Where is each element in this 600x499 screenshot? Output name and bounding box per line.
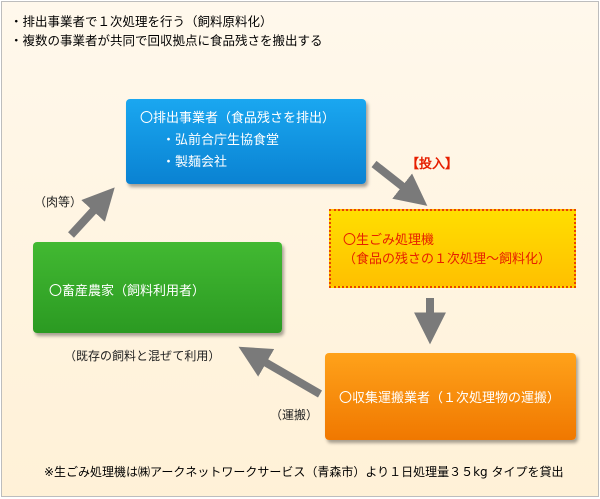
farmer-box: 〇畜産農家（飼料利用者）	[33, 242, 282, 333]
feed-usage-label: （既存の飼料と混ぜて利用）	[64, 349, 221, 363]
arrow-transport-to-farmer	[238, 346, 323, 398]
bullet-list: 排出事業者で１次処理を行う（飼料原料化） 複数の事業者が共同で回収拠点に食品残さ…	[10, 12, 323, 50]
haul-label: （運搬）	[270, 408, 319, 422]
transport-title: 〇収集運搬業者（１次処理物の運搬）	[339, 391, 561, 406]
footnote: ※生ごみ処理機は㈱アークネットワークサービス（青森市）より１日処理量３５kg タ…	[44, 465, 564, 479]
input-label: 【投入】	[406, 157, 459, 172]
emitter-box: 〇排出事業者（食品残さを排出） 弘前合庁生協食堂 製麺会社	[126, 99, 366, 184]
emitter-title: 〇排出事業者（食品残さを排出）	[140, 111, 336, 126]
machine-subtitle: （食品の残さの１次処理～飼料化）	[343, 252, 552, 267]
farmer-title: 〇畜産農家（飼料利用者）	[49, 284, 206, 299]
bullet-item: 排出事業者で１次処理を行う（飼料原料化）	[10, 12, 323, 31]
emitter-member: 弘前合庁生協食堂	[140, 130, 335, 152]
machine-title: 〇生ごみ処理機	[343, 233, 435, 248]
emitter-member: 製麺会社	[140, 152, 335, 174]
arrow-emitter-to-machine	[371, 160, 428, 206]
bullet-item: 複数の事業者が共同で回収拠点に食品残さを搬出する	[10, 31, 323, 50]
meat-label: （肉等）	[34, 195, 83, 209]
arrow-farmer-to-emitter	[68, 187, 115, 238]
transport-box: 〇収集運搬業者（１次処理物の運搬）	[325, 353, 576, 440]
processing-machine-box: 〇生ごみ処理機 （食品の残さの１次処理～飼料化）	[329, 209, 576, 288]
